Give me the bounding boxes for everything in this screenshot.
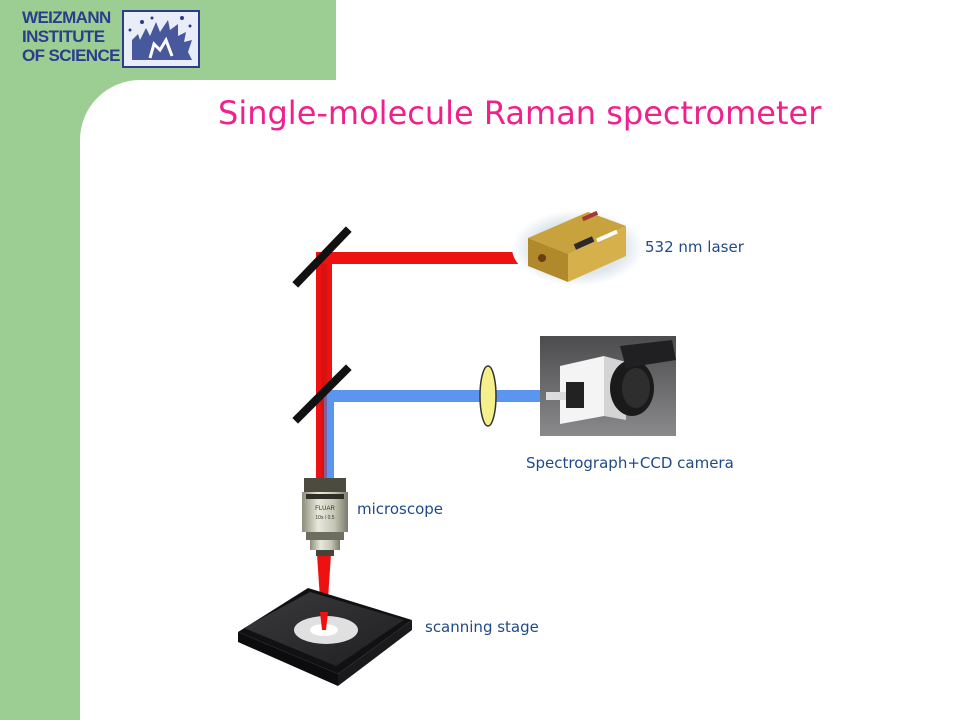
microscope-label: microscope <box>357 500 444 518</box>
scanning-stage-icon <box>238 588 412 686</box>
objective-engraving-2: 10x / 0.5 <box>315 515 334 521</box>
logo-line-3: OF SCIENCE <box>22 46 121 65</box>
sidebar-green-bar <box>0 0 80 720</box>
logo-line-2: INSTITUTE <box>22 27 105 46</box>
objective-lens-icon: FLUAR 10x / 0.5 <box>302 478 348 556</box>
excitation-beam <box>316 252 538 628</box>
weizmann-logo-icon <box>122 10 200 68</box>
mirror-icon <box>292 364 352 424</box>
spectrograph-camera-icon <box>540 336 676 436</box>
lens-icon <box>479 365 497 427</box>
mirror-icon <box>292 226 352 288</box>
logo-text: WEIZMANN INSTITUTE OF SCIENCE <box>22 8 122 65</box>
logo-line-1: WEIZMANN <box>22 8 111 27</box>
laser-device-icon <box>512 210 644 286</box>
page-title: Single-molecule Raman spectrometer <box>218 94 822 132</box>
objective-engraving-1: FLUAR <box>315 506 335 512</box>
spectrograph-label: Spectrograph+CCD camera <box>526 454 734 472</box>
laser-label: 532 nm laser <box>645 238 744 256</box>
stage-label: scanning stage <box>425 618 539 636</box>
scattered-beam <box>324 390 544 492</box>
